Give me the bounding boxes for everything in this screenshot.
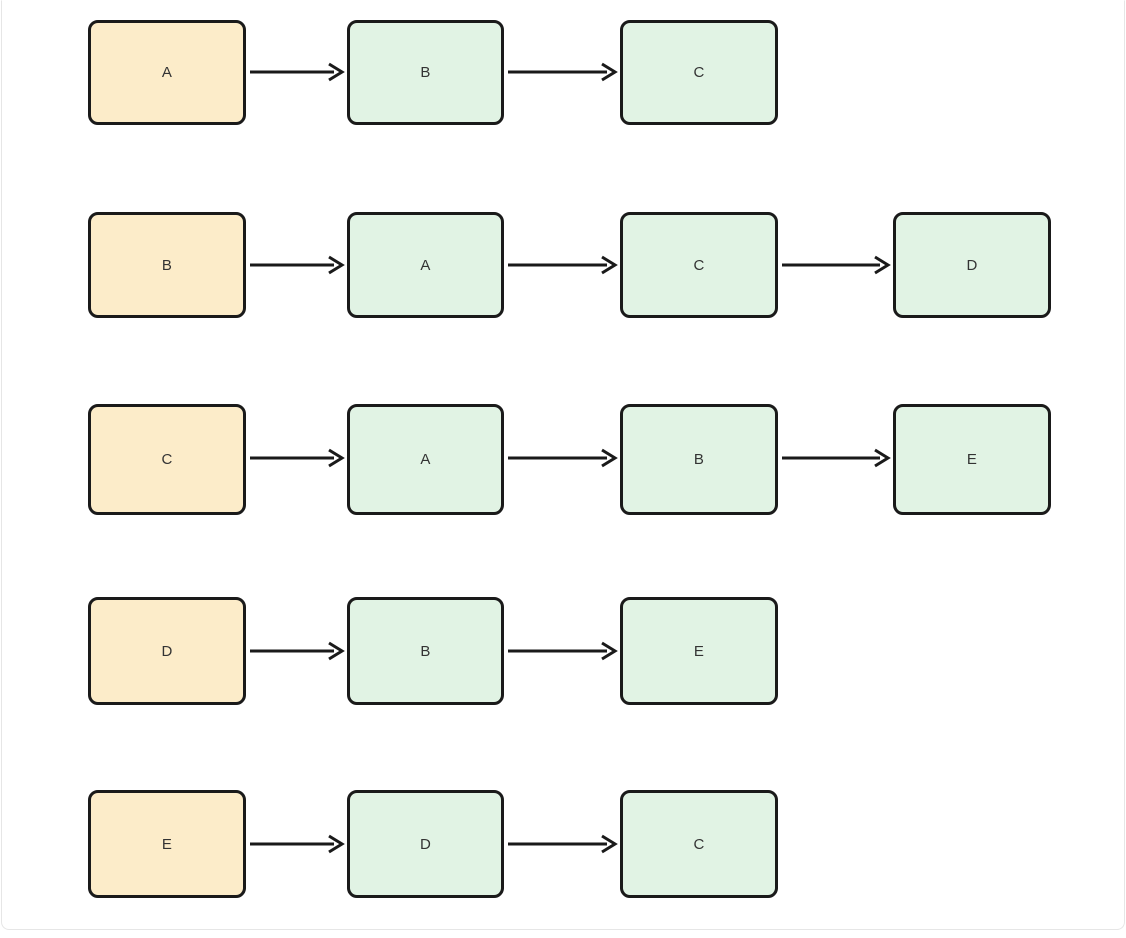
arrow-connector bbox=[508, 447, 618, 469]
node-label: E bbox=[161, 835, 173, 853]
node-label: C bbox=[693, 835, 705, 853]
node-box-a[interactable]: A bbox=[347, 404, 504, 515]
node-label: D bbox=[161, 642, 173, 660]
node-box-b[interactable]: B bbox=[347, 20, 504, 125]
arrow-connector bbox=[250, 640, 345, 662]
node-label: B bbox=[420, 64, 431, 81]
node-box-b[interactable]: B bbox=[88, 212, 246, 318]
node-box-a[interactable]: A bbox=[88, 20, 246, 125]
arrow-connector bbox=[250, 61, 345, 83]
node-box-c[interactable]: C bbox=[88, 404, 246, 515]
arrow-connector bbox=[782, 254, 891, 276]
node-box-e[interactable]: E bbox=[893, 404, 1051, 515]
node-box-c[interactable]: C bbox=[620, 790, 778, 898]
node-label: C bbox=[693, 64, 705, 81]
node-label: A bbox=[420, 451, 431, 468]
arrow-connector bbox=[508, 833, 618, 855]
arrow-connector bbox=[508, 61, 618, 83]
node-box-e[interactable]: E bbox=[620, 597, 778, 705]
node-box-b[interactable]: B bbox=[620, 404, 778, 515]
arrow-connector bbox=[250, 447, 345, 469]
node-label: E bbox=[966, 451, 978, 468]
node-box-c[interactable]: C bbox=[620, 20, 778, 125]
node-label: D bbox=[419, 835, 432, 853]
node-box-c[interactable]: C bbox=[620, 212, 778, 318]
node-label: E bbox=[693, 642, 705, 660]
node-label: B bbox=[420, 642, 431, 660]
node-box-e[interactable]: E bbox=[88, 790, 246, 898]
arrow-connector bbox=[250, 833, 345, 855]
node-box-a[interactable]: A bbox=[347, 212, 504, 318]
arrow-connector bbox=[782, 447, 891, 469]
node-label: C bbox=[161, 451, 173, 468]
node-label: B bbox=[161, 256, 173, 274]
node-box-d[interactable]: D bbox=[893, 212, 1051, 318]
arrow-connector bbox=[508, 254, 618, 276]
node-label: B bbox=[693, 451, 705, 468]
node-label: C bbox=[693, 256, 705, 274]
node-box-b[interactable]: B bbox=[347, 597, 504, 705]
node-label: A bbox=[161, 64, 173, 81]
node-box-d[interactable]: D bbox=[347, 790, 504, 898]
node-label: D bbox=[966, 256, 978, 274]
node-label: A bbox=[420, 256, 431, 274]
arrow-connector bbox=[250, 254, 345, 276]
node-box-d[interactable]: D bbox=[88, 597, 246, 705]
arrow-connector bbox=[508, 640, 618, 662]
